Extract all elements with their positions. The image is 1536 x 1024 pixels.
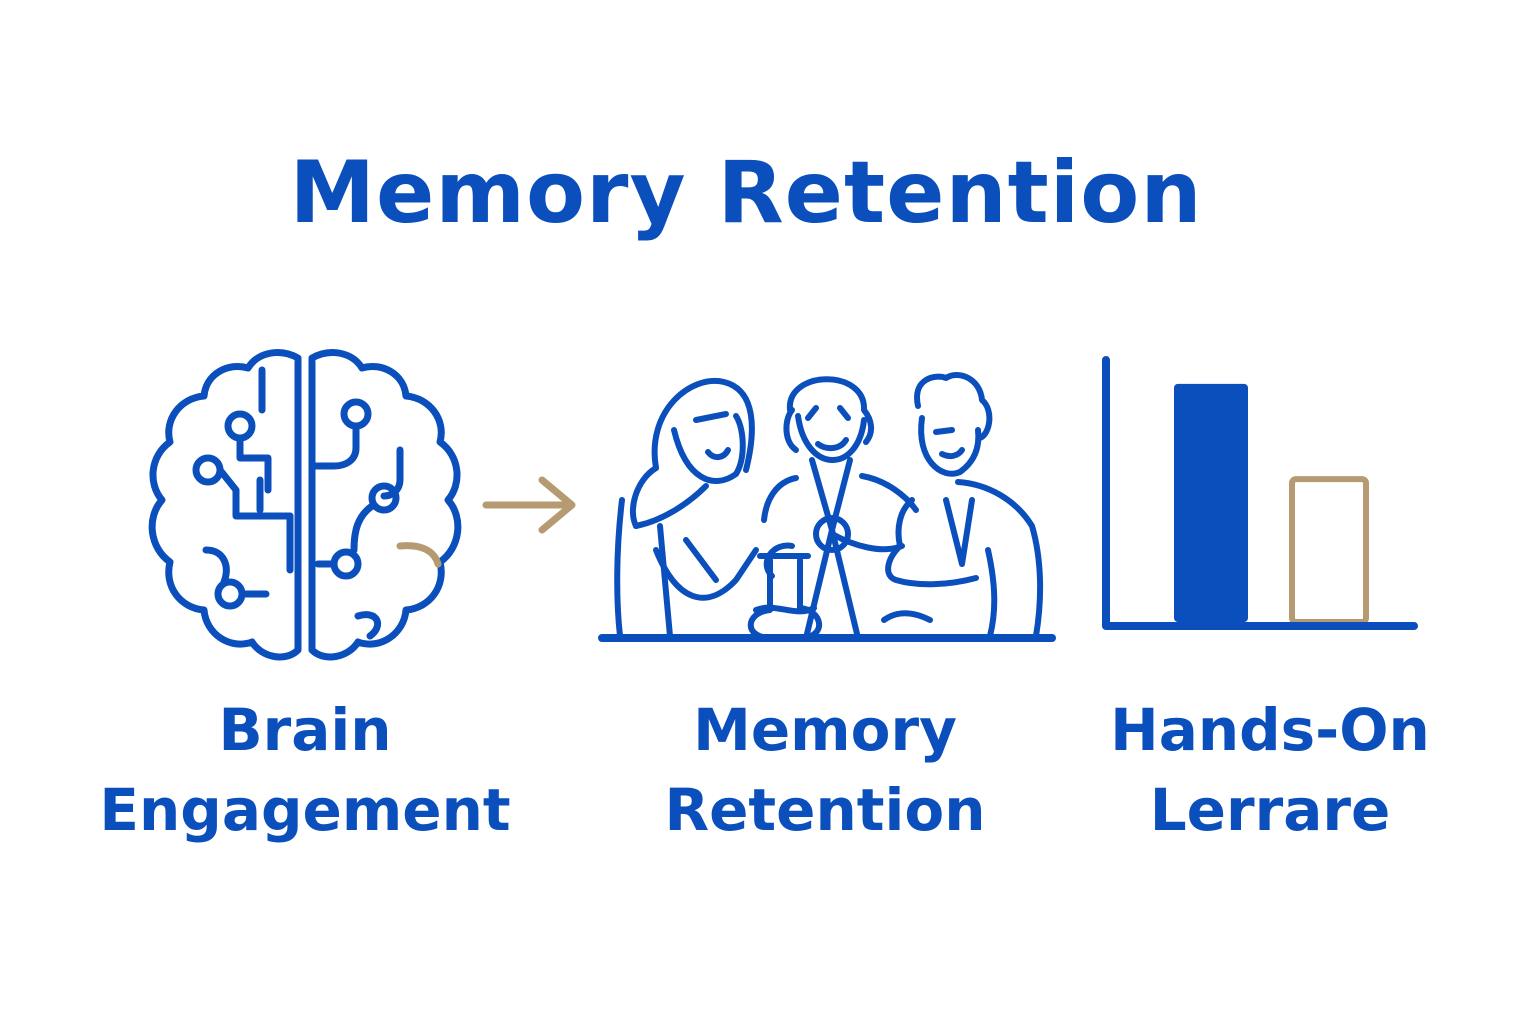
- step-label-memory: Memory Retention: [664, 696, 986, 844]
- chart-axes: [1102, 356, 1418, 630]
- bar-chart-icon: [1102, 356, 1418, 630]
- step-label-hands-on: Hands-On Lerrare: [1110, 696, 1430, 844]
- bar-0: [1174, 383, 1248, 622]
- page-title: Memory Retention: [289, 143, 1203, 243]
- brain-circuit-icon: [148, 349, 462, 661]
- arrow-right-icon: [482, 476, 576, 534]
- step-label-brain: Brain Engagement: [99, 696, 511, 844]
- bar-1: [1289, 476, 1369, 625]
- scientists-lab-icon: [598, 371, 1056, 642]
